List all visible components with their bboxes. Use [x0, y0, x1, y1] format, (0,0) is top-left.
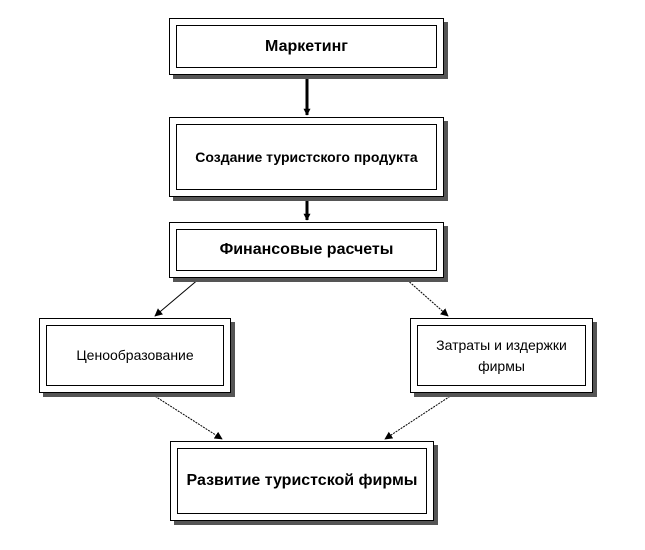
arrow-finance-to-pricing: [154, 277, 201, 317]
node-product-creation: Создание туристского продукта: [169, 117, 444, 197]
node-development-label: Развитие туристской фирмы: [177, 448, 427, 514]
arrow-pricing-to-development: [149, 392, 223, 440]
node-marketing: Маркетинг: [169, 18, 444, 75]
node-financial-calculations: Финансовые расчеты: [169, 222, 444, 278]
node-pricing-label: Ценообразование: [46, 325, 224, 386]
node-product-creation-label: Создание туристского продукта: [176, 124, 437, 190]
arrow-finance-to-costs: [404, 277, 449, 317]
node-costs: Затраты и издержки фирмы: [410, 318, 593, 393]
node-development: Развитие туристской фирмы: [170, 441, 434, 521]
arrow-costs-to-development: [384, 392, 456, 440]
node-costs-label: Затраты и издержки фирмы: [417, 325, 586, 386]
node-financial-calculations-label: Финансовые расчеты: [176, 229, 437, 271]
node-marketing-label: Маркетинг: [176, 25, 437, 68]
node-pricing: Ценообразование: [39, 318, 231, 393]
